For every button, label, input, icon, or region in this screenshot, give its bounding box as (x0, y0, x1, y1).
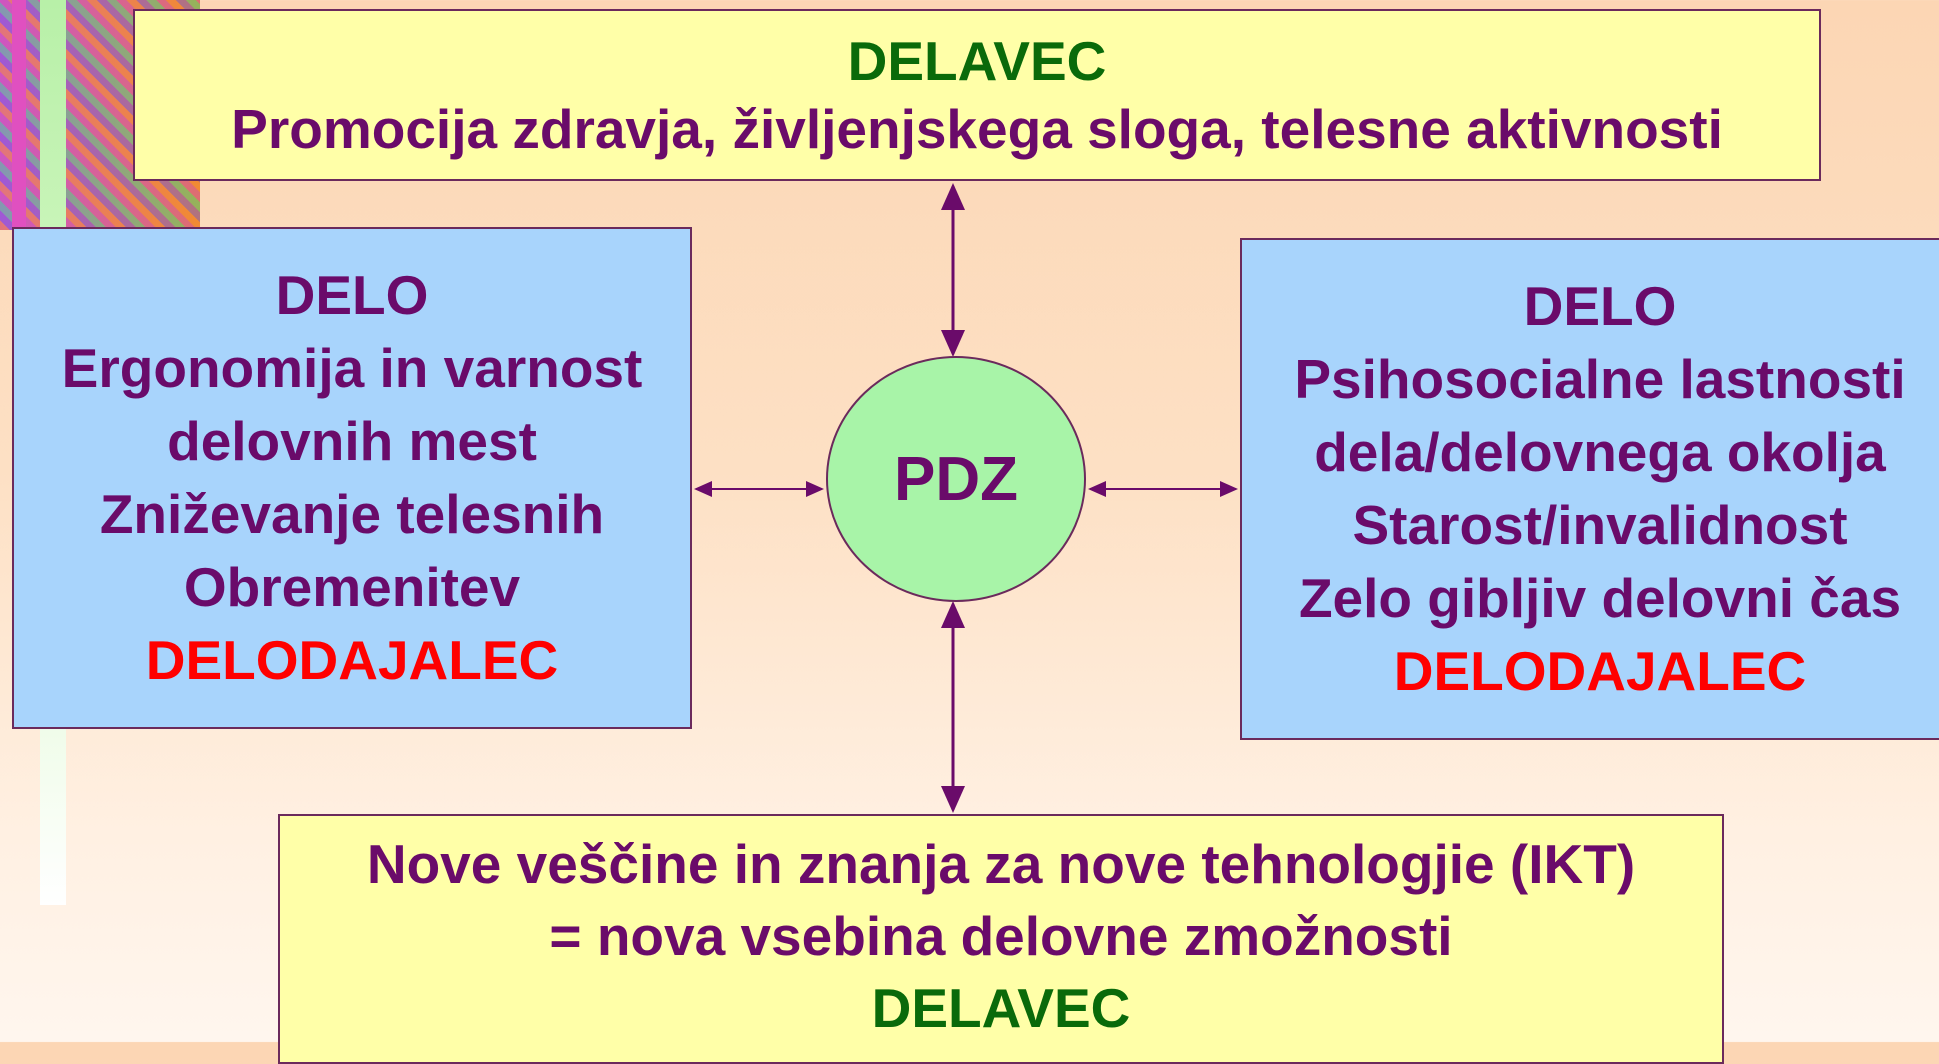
box-text: Nove veščine in znanja za nove tehnologj… (366, 833, 1636, 895)
box-text: delovnih mest (167, 410, 537, 472)
worker-promotion-box: DELAVEC Promocija zdravja, življenjskega… (133, 9, 1821, 181)
connector-arrows (694, 183, 1238, 813)
box-title: DELO (1523, 275, 1677, 337)
box-text: = nova vsebina delovne zmožnosti (549, 905, 1453, 967)
center-label: PDZ (894, 444, 1018, 514)
box-text: Zniževanje telesnih (99, 483, 605, 545)
new-skills-box: Nove veščine in znanja za nove tehnologj… (278, 814, 1724, 1064)
box-owner: DELODAJALEC (1393, 640, 1807, 702)
box-text: dela/delovnega okolja (1314, 421, 1886, 483)
box-text: Zelo gibljiv delovni čas (1298, 567, 1902, 629)
work-psychosocial-box: DELO Psihosocialne lastnosti dela/delovn… (1240, 238, 1939, 740)
box-text: Psihosocialne lastnosti (1294, 348, 1906, 410)
box-owner: DELAVEC (871, 977, 1131, 1039)
box-title: DELAVEC (847, 30, 1107, 92)
decorative-bar (12, 0, 26, 230)
box-title: DELO (275, 264, 429, 326)
box-text: Ergonomija in varnost (61, 337, 643, 399)
box-owner: DELODAJALEC (145, 629, 559, 691)
work-ergonomics-box: DELO Ergonomija in varnost delovnih mest… (12, 227, 692, 729)
box-text: Promocija zdravja, življenjskega sloga, … (231, 98, 1723, 160)
center-node: PDZ (826, 356, 1086, 602)
box-text: Starost/invalidnost (1352, 494, 1848, 556)
box-text: Obremenitev (183, 556, 521, 618)
